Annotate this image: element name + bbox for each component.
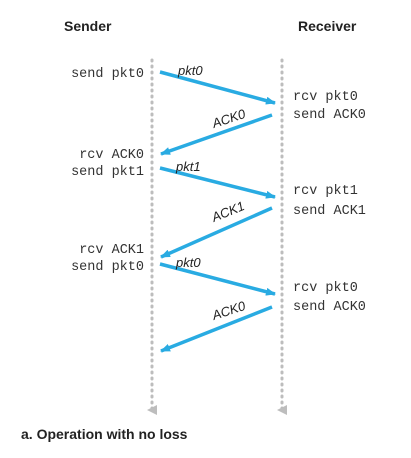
message-arrow-3 — [159, 166, 276, 199]
receiver-event-4: send ACK1 — [293, 204, 366, 219]
message-arrow-1 — [159, 70, 276, 105]
caption: a. Operation with no loss — [21, 426, 188, 442]
receiver-event-1: rcv pkt0 — [293, 90, 358, 105]
message-label-1: pkt0 — [177, 63, 203, 78]
message-label-2: ACK0 — [209, 106, 248, 131]
receiver-header: Receiver — [298, 18, 357, 34]
message-arrow-2 — [160, 113, 273, 156]
sender-event-3: send pkt1 — [71, 165, 144, 180]
message-arrow-4 — [160, 206, 273, 259]
sender-event-4: rcv ACK1 — [79, 243, 144, 258]
sender-event-1: send pkt0 — [71, 67, 144, 82]
sender-header: Sender — [64, 18, 112, 34]
receiver-event-6: send ACK0 — [293, 300, 366, 315]
sender-event-2: rcv ACK0 — [79, 148, 144, 163]
message-arrow-5 — [159, 262, 276, 296]
message-arrow-6 — [160, 305, 273, 353]
message-label-3: pkt1 — [175, 159, 201, 174]
sender-event-5: send pkt0 — [71, 260, 144, 275]
message-label-5: pkt0 — [175, 255, 201, 270]
receiver-event-5: rcv pkt0 — [293, 281, 358, 296]
receiver-event-3: rcv pkt1 — [293, 184, 358, 199]
receiver-event-2: send ACK0 — [293, 108, 366, 123]
